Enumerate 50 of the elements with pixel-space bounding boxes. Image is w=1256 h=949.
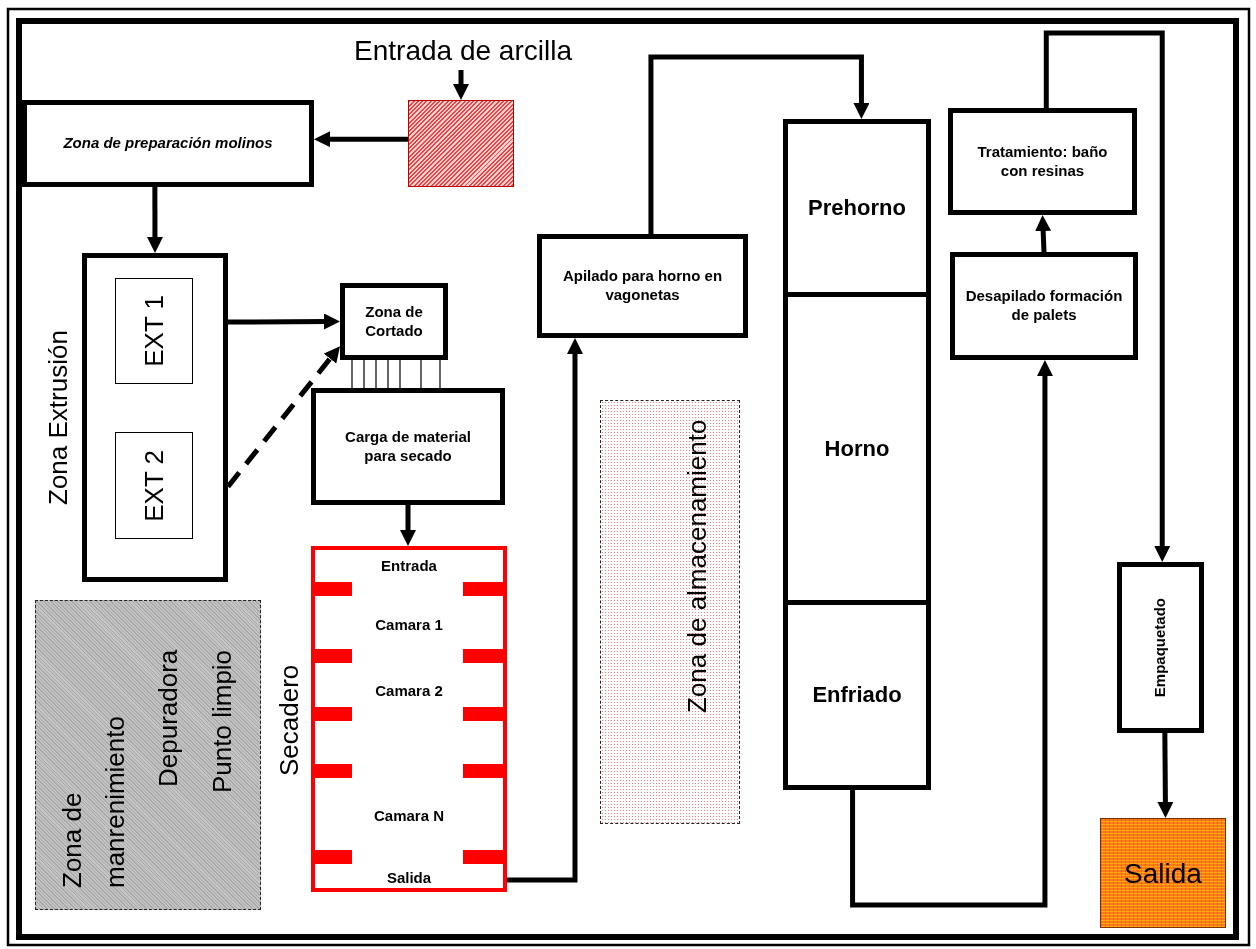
machine-box [115, 432, 193, 539]
process-box [537, 234, 748, 338]
machine-box [115, 278, 193, 384]
box-label: Carga de material para secado [344, 427, 472, 466]
maintenance-area [35, 600, 261, 910]
storage-area [600, 400, 740, 824]
output-block [1100, 818, 1226, 928]
conveyor-lines [351, 359, 441, 389]
connector-arrow [1035, 215, 1052, 253]
box-label: Empaquetado [1151, 597, 1170, 698]
zone-label: Camara N [372, 805, 445, 826]
process-box [1117, 562, 1204, 733]
connector-arrow [1043, 30, 1171, 562]
connector-arrow [226, 346, 340, 489]
process-box [22, 100, 314, 187]
process-box [311, 388, 505, 505]
zone-label: Camara 1 [374, 614, 444, 635]
zone-title: Zona Extrusión [42, 329, 74, 507]
zone-title: Secadero [272, 663, 305, 778]
zone-label: Punto limpio [205, 649, 238, 795]
box-label: Horno [824, 434, 890, 463]
connector-arrow [228, 313, 340, 330]
process-box [948, 108, 1137, 215]
box-label: EXT 1 [137, 295, 170, 367]
connector-arrow [1157, 733, 1174, 818]
zone-label: Entrada [380, 555, 438, 576]
connector-arrow [314, 131, 408, 148]
zone-label: Camara 2 [374, 680, 444, 701]
box-label: Desapilado formación de palets [964, 287, 1124, 325]
connector-arrow [850, 360, 1053, 908]
zone-label: Salida [385, 868, 433, 888]
zone-label: Depuradora [151, 649, 184, 789]
box-label: Zona de preparación molinos [63, 134, 273, 153]
process-box [950, 252, 1138, 360]
connector-arrow [146, 187, 163, 253]
process-box [340, 283, 448, 360]
connector-arrow [400, 505, 416, 546]
connector-arrow [507, 338, 583, 883]
connector-arrow [453, 70, 469, 100]
zone-label: Zona de almacenamiento [680, 419, 713, 715]
box-label: Tratamiento: baño con resinas [976, 142, 1109, 181]
box-label: Enfriado [812, 681, 902, 709]
box-label: Zona de Cortado [364, 302, 424, 341]
box-label: Prehorno [808, 194, 906, 222]
box-label: Apilado para horno en vagonetas [561, 267, 724, 305]
box-label: EXT 2 [137, 449, 170, 522]
zone-label: Zona de manrenimiento [55, 714, 131, 888]
box-label: Salida [1124, 856, 1202, 891]
connector-arrow [648, 54, 870, 234]
zone-title: Entrada de arcilla [353, 33, 573, 68]
